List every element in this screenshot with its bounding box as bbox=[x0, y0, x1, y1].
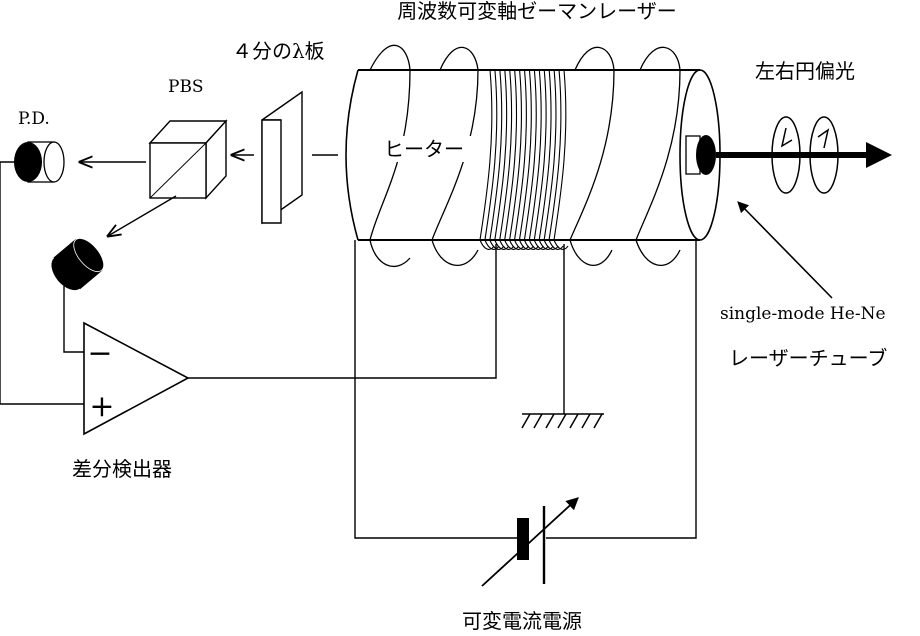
heater-winding-turn bbox=[504, 69, 520, 250]
heater-winding-turn bbox=[543, 69, 559, 250]
quarter-wave-plate bbox=[261, 90, 303, 225]
heater-winding-turn bbox=[513, 69, 529, 250]
circular-polarization-label: 左右円偏光 bbox=[755, 59, 855, 83]
photodetector-2 bbox=[51, 237, 105, 291]
circular-polarization-rings bbox=[771, 116, 839, 194]
heater-label: ヒーター bbox=[384, 137, 464, 161]
heater-coil-loops bbox=[369, 44, 681, 268]
heater-winding-turn bbox=[499, 69, 515, 250]
pbs-cube bbox=[148, 119, 228, 200]
heater-winding-turn bbox=[494, 69, 510, 250]
output-aperture bbox=[696, 135, 716, 175]
wire-amp-to-heater bbox=[188, 244, 497, 379]
amp-plus-sign: + bbox=[89, 389, 114, 424]
heater-winding-turn bbox=[538, 69, 554, 250]
tube-pointer-arrow bbox=[737, 201, 833, 299]
heater-winding-turn bbox=[533, 69, 549, 250]
heater-winding-turn bbox=[479, 69, 495, 250]
wire-pd2-to-minus bbox=[63, 286, 84, 353]
variable-current-source bbox=[481, 497, 579, 587]
pbs-label: PBS bbox=[168, 77, 204, 97]
heater-label-bg bbox=[382, 136, 482, 162]
wire-supply-to-right bbox=[546, 240, 697, 539]
photodetector-pd bbox=[14, 141, 65, 183]
power-supply-label: 可変電流電源 bbox=[462, 609, 582, 633]
tube-label-line2: レーザーチューブ bbox=[729, 346, 887, 370]
cylinder-left-end bbox=[345, 69, 359, 241]
output-beam-arrowhead bbox=[866, 142, 892, 168]
heater-winding-turn bbox=[548, 69, 564, 250]
diff-detector-label: 差分検出器 bbox=[72, 457, 172, 481]
wire-pd-to-plus bbox=[0, 161, 84, 405]
quarter-wave-plate-label: ４分のλ板 bbox=[232, 39, 325, 63]
heater-winding-turn bbox=[528, 69, 544, 250]
signal-wiring bbox=[0, 161, 697, 539]
ground-symbol bbox=[521, 413, 604, 429]
heater-winding-turn bbox=[553, 69, 569, 250]
amp-minus-sign: − bbox=[87, 336, 112, 371]
differential-amplifier bbox=[83, 321, 190, 436]
battery-thick-plate bbox=[517, 518, 529, 560]
heater-winding-turn bbox=[484, 69, 500, 250]
tube-label-line1: single-mode He-Ne bbox=[720, 304, 886, 324]
wire-left-to-supply bbox=[354, 240, 518, 539]
variable-arrow bbox=[481, 497, 579, 587]
heater-winding-turn bbox=[489, 69, 505, 250]
title-label: 周波数可変軸ゼーマンレーザー bbox=[397, 0, 677, 23]
pd-label: P.D. bbox=[18, 109, 50, 129]
heater-winding-turn bbox=[518, 69, 534, 250]
beam-to-lower-detector bbox=[108, 195, 177, 236]
heater-dense-winding bbox=[479, 69, 569, 250]
heater-winding-turn bbox=[509, 69, 525, 250]
heater-winding-turn bbox=[523, 69, 539, 250]
